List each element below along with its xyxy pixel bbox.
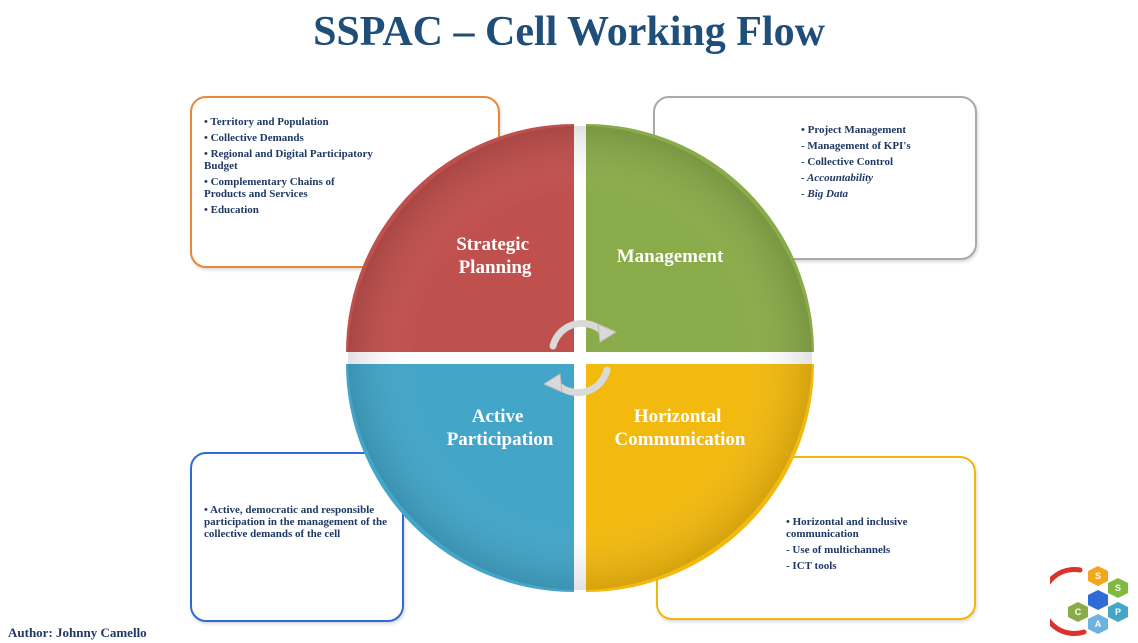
list-item: - Use of multichannels [786, 544, 891, 556]
management-quadrant [586, 124, 814, 352]
horizontal-communication-quadrant [586, 364, 814, 592]
list-item: - Collective Control [801, 156, 894, 168]
svg-text:A: A [1095, 619, 1102, 629]
svg-text:S: S [1095, 571, 1101, 581]
list-item: • Regional and Digital Participatory Bud… [204, 148, 373, 172]
svg-text:P: P [1115, 607, 1121, 617]
list-item: • Territory and Population [204, 116, 329, 128]
svg-text:S: S [1115, 583, 1121, 593]
page-title: SSPAC – Cell Working Flow [313, 9, 825, 55]
horizontal-communication-label: Horizontal Communication [615, 406, 746, 450]
strategic-planning-label: Strategic Planning [456, 234, 534, 278]
list-item: • Collective Demands [204, 132, 304, 144]
author-credit: Author: Johnny Camello [8, 625, 147, 640]
cycle-wheel: Strategic Planning Management Active Par… [346, 124, 814, 592]
management-label: Management [617, 246, 724, 267]
list-item: - Big Data [801, 188, 849, 200]
list-item: • Project Management [801, 124, 907, 136]
list-item: • Active, democratic and responsible par… [204, 504, 388, 540]
list-item: - Accountability [801, 172, 874, 184]
list-item: • Complementary Chains of Products and S… [204, 176, 335, 200]
active-participation-quadrant [346, 364, 574, 592]
list-item: • Education [204, 204, 259, 216]
list-item: - Management of KPI's [801, 140, 911, 152]
active-participation-label: Active Participation [447, 406, 554, 450]
sspac-logo: S S P A C [1050, 566, 1128, 636]
svg-text:C: C [1075, 607, 1082, 617]
